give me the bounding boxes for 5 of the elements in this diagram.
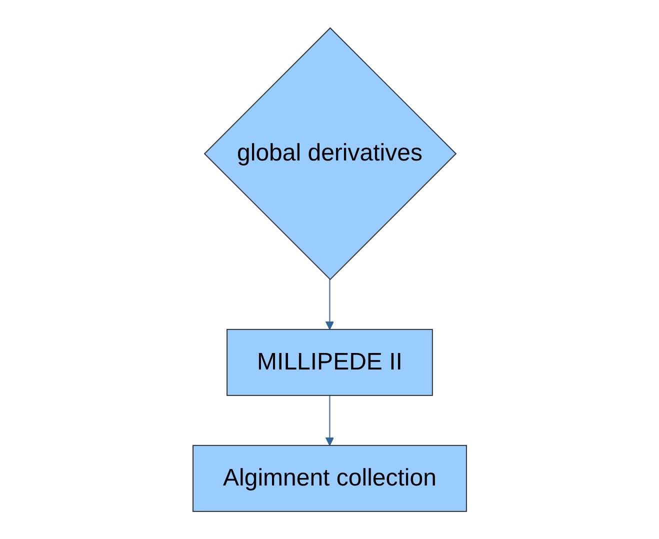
arrow bbox=[325, 394, 334, 446]
node-box: Algimnent collection bbox=[192, 444, 467, 512]
node-diamond: global derivatives bbox=[204, 27, 456, 280]
node-box: MILLIPEDE II bbox=[226, 328, 433, 396]
arrow bbox=[325, 278, 334, 330]
